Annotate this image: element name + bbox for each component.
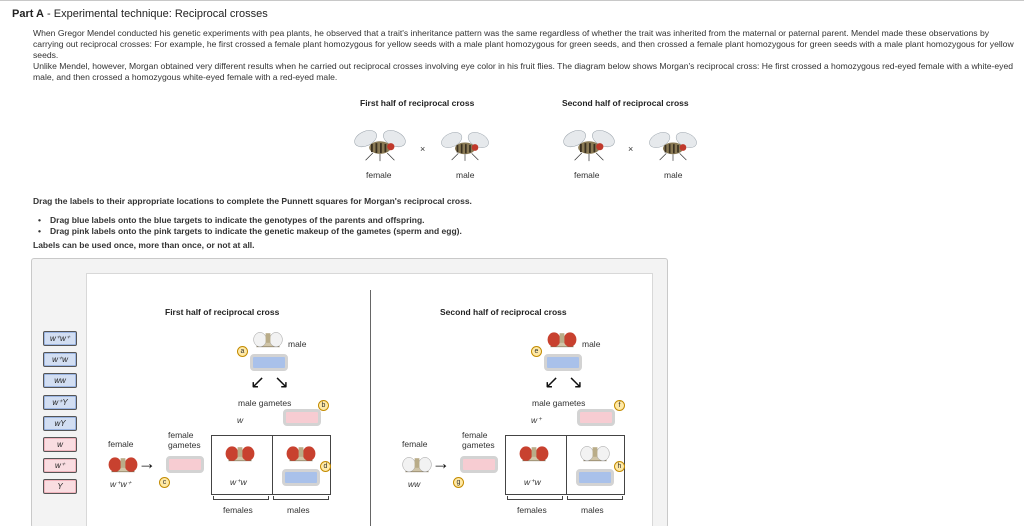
male-red-eyed-fly-image <box>648 124 698 166</box>
arrow-down-right-1: ↘ <box>274 372 290 392</box>
punnett-board <box>86 273 653 526</box>
target-badge-a: a <box>237 346 248 357</box>
target-badge-f: f <box>614 400 625 411</box>
second-half-title: Second half of reciprocal cross <box>440 307 567 317</box>
target-badge-d: d <box>320 461 331 472</box>
intro-text: When Gregor Mendel conducted his genetic… <box>33 28 1018 83</box>
target-female-gamete-2[interactable] <box>460 456 498 473</box>
overview-female-label: female <box>366 170 392 180</box>
male-fly-head-red <box>546 326 578 350</box>
label-w[interactable]: w <box>43 437 77 452</box>
target-badge-g: g <box>453 477 464 488</box>
offspring-fly-head-red-2 <box>518 440 550 464</box>
instruction-bullet-blue: Drag blue labels onto the blue targets t… <box>38 215 462 226</box>
label-ww[interactable]: ww <box>43 373 77 388</box>
second-female-genotype: ww <box>408 479 421 489</box>
first-male-label: male <box>288 339 307 349</box>
offspring-male-fly-head-red <box>285 440 317 464</box>
intro-paragraph-2: Unlike Mendel, however, Morgan obtained … <box>33 61 1014 82</box>
cross-symbol-2: × <box>628 144 634 154</box>
label-wplus[interactable]: w⁺ <box>43 458 77 473</box>
female-red-eyed-fly-image <box>353 122 407 166</box>
first-female-gametes-line1: female <box>168 430 194 440</box>
offspring-male-fly-head-white <box>579 440 611 464</box>
second-gamete-allele: w⁺ <box>531 415 542 425</box>
instruction-bullet-pink: Drag pink labels onto the pink targets t… <box>38 226 462 237</box>
label-wplus-y[interactable]: w⁺Y <box>43 395 77 410</box>
male-fly-head-white <box>252 326 284 350</box>
target-a-male-genotype[interactable] <box>250 354 288 371</box>
target-female-gamete-1[interactable] <box>166 456 204 473</box>
target-badge-c: c <box>159 477 170 488</box>
overview-first-half-title: First half of reciprocal cross <box>360 98 475 108</box>
first-female-label: female <box>108 439 134 449</box>
part-title: Part A - Experimental technique: Recipro… <box>12 8 268 20</box>
label-wplus-wplus[interactable]: w⁺w⁺ <box>43 331 77 346</box>
overview-second-half-title: Second half of reciprocal cross <box>562 98 689 108</box>
second-male-label: male <box>582 339 601 349</box>
instructions-bullets: Drag blue labels onto the blue targets t… <box>38 215 462 237</box>
female-fly-head-red <box>107 451 139 475</box>
females-brace-2 <box>507 496 563 500</box>
second-male-gametes-label: male gametes <box>532 398 586 408</box>
arrow-down-right-2: ↘ <box>568 372 584 392</box>
second-females-label: females <box>517 505 547 515</box>
target-h-offspring-male[interactable] <box>576 469 614 486</box>
instructions-main: Drag the labels to their appropriate loc… <box>33 196 472 206</box>
target-badge-e: e <box>531 346 542 357</box>
instructions-reuse: Labels can be used once, more than once,… <box>33 240 255 250</box>
first-gamete-allele: w <box>237 415 244 425</box>
second-female-gametes-line1: female <box>462 430 488 440</box>
overview-female-label-2: female <box>574 170 600 180</box>
second-males-label: males <box>581 505 604 515</box>
overview-male-label: male <box>456 170 475 180</box>
arrow-down-left-1: ↙ <box>250 372 266 392</box>
first-female-genotype: w⁺w⁺ <box>110 479 132 489</box>
second-cell-female-genotype: w⁺w <box>524 477 541 487</box>
males-brace-2 <box>567 496 623 500</box>
first-cell-female-genotype: w⁺w <box>230 477 247 487</box>
cross-symbol: × <box>420 144 426 154</box>
target-f-male-gamete[interactable] <box>577 409 615 426</box>
offspring-fly-head-red <box>224 440 256 464</box>
first-males-label: males <box>287 505 310 515</box>
male-white-eyed-fly-image <box>440 124 490 166</box>
arrow-right-1: → <box>138 453 156 473</box>
first-half-title: First half of reciprocal cross <box>165 307 280 317</box>
first-female-gametes-line2: gametes <box>168 440 201 450</box>
target-b-male-gamete[interactable] <box>283 409 321 426</box>
label-wplus-w[interactable]: w⁺w <box>43 352 77 367</box>
arrow-right-2: → <box>432 453 450 473</box>
target-badge-b: b <box>318 400 329 411</box>
label-y[interactable]: Y <box>43 479 77 494</box>
females-brace <box>213 496 269 500</box>
target-d-offspring-male[interactable] <box>282 469 320 486</box>
second-female-gametes-line2: gametes <box>462 440 495 450</box>
second-female-label: female <box>402 439 428 449</box>
first-male-gametes-label: male gametes <box>238 398 292 408</box>
first-females-label: females <box>223 505 253 515</box>
top-divider <box>0 0 1024 1</box>
female-white-eyed-fly-image <box>562 122 616 166</box>
target-e-male-genotype[interactable] <box>544 354 582 371</box>
female-fly-head-white <box>401 451 433 475</box>
target-badge-h: h <box>614 461 625 472</box>
intro-paragraph-1: When Gregor Mendel conducted his genetic… <box>33 28 1014 60</box>
overview-male-label-2: male <box>664 170 683 180</box>
board-divider <box>370 290 371 526</box>
males-brace <box>273 496 329 500</box>
label-wy[interactable]: wY <box>43 416 77 431</box>
arrow-down-left-2: ↙ <box>544 372 560 392</box>
